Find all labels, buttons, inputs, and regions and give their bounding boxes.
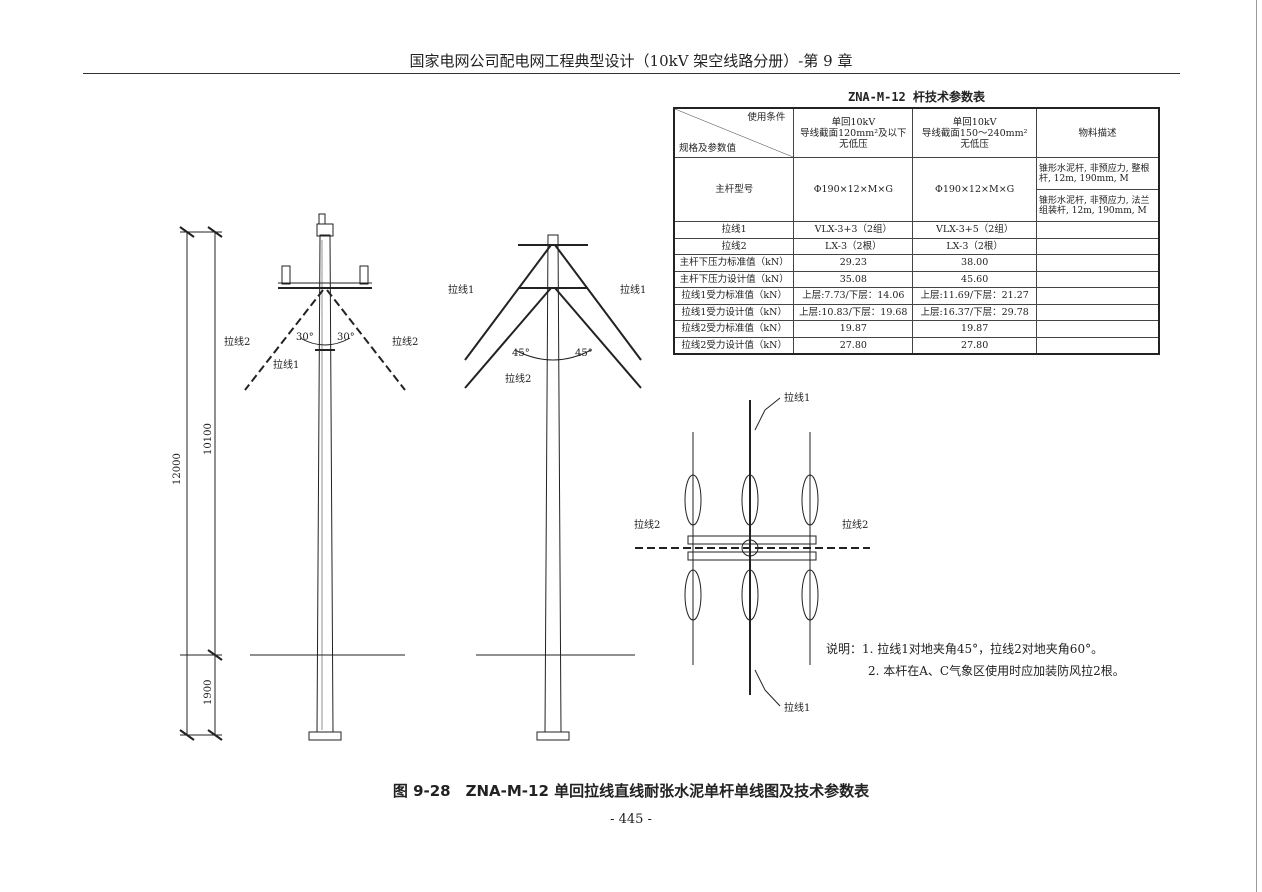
col1-line3: 无低压 (839, 138, 868, 150)
guy1-label-right: 拉线1 (620, 283, 646, 296)
col2-line2: 导线截面150～240mm² (921, 127, 1028, 139)
header-divider (83, 73, 1180, 74)
pole-side-view (464, 234, 642, 741)
table-title: ZNA-M-12 杆技术参数表 (847, 90, 986, 104)
page-border (1256, 0, 1257, 892)
guy2-label-left: 拉线2 (224, 335, 250, 348)
angle-45-right: 45° (575, 348, 593, 359)
row-label: 拉线2受力设计值（kN） (673, 336, 795, 355)
cell: Φ190×12×M×G (793, 157, 914, 222)
note-2: 2. 本杆在A、C气象区使用时应加装防风拉2根。 (868, 664, 1125, 678)
plan-guy1-bottom: 拉线1 (784, 701, 810, 714)
guy1-label-left: 拉线1 (448, 283, 474, 296)
angle-45-left: 45° (512, 348, 530, 359)
table-row: 锥形水泥杆, 非预应力, 法兰组装杆, 12m, 190mm, M (674, 189, 1160, 222)
angle-30-left: 30° (296, 332, 314, 343)
guy2-label: 拉线2 (505, 372, 531, 385)
col1-line2: 导线截面120mm²及以下 (800, 127, 907, 139)
figure-caption: 图 9-28 ZNA-M-12 单回拉线直线耐张水泥单杆单线图及技术参数表 (392, 782, 870, 800)
cell: 27.80 (793, 336, 914, 355)
pole-front-view (244, 213, 406, 741)
pole-plan-view (635, 397, 870, 707)
notes: 说明：1. 拉线1对地夹角45°，拉线2对地夹角60°。 2. 本杆在A、C气象… (826, 638, 1125, 682)
cell: Φ190×12×M×G (912, 157, 1038, 222)
condition-label: 使用条件 (747, 112, 786, 123)
guy1-label: 拉线1 (273, 358, 299, 371)
page-header-title: 国家电网公司配电网工程典型设计（10kV 架空线路分册）-第 9 章 (409, 52, 853, 70)
plan-guy2-right: 拉线2 (842, 518, 868, 531)
angle-30-right: 30° (337, 332, 355, 343)
material-cell: 锥形水泥杆, 非预应力, 整根杆, 12m, 190mm, M (1036, 157, 1160, 190)
material-cell: 锥形水泥杆, 非预应力, 法兰组装杆, 12m, 190mm, M (1036, 189, 1160, 222)
page-number: - 445 - (610, 812, 652, 827)
cell (1036, 336, 1160, 355)
spec-label: 规格及参数值 (679, 143, 737, 154)
dim-above-ground: 10100 (203, 423, 214, 455)
col2-line3: 无低压 (960, 138, 989, 150)
col2-line1: 单回10kV (952, 116, 997, 128)
cell: 27.80 (912, 336, 1038, 355)
table-row: 主杆型号 Φ190×12×M×G Φ190×12×M×G 锥形水泥杆, 非预应力… (673, 157, 1160, 222)
diagonal-header-cell: 使用条件 规格及参数值 (675, 109, 794, 157)
dimension-lines (179, 226, 223, 741)
col1-line1: 单回10kV (831, 116, 876, 128)
plan-guy2-left: 拉线2 (634, 518, 660, 531)
plan-guy1-top: 拉线1 (784, 391, 810, 404)
row-label: 主杆型号 (673, 157, 795, 222)
note-1: 说明：1. 拉线1对地夹角45°，拉线2对地夹角60°。 (826, 642, 1104, 656)
material-header: 物料描述 (1036, 107, 1160, 158)
row-label: 主杆下压力设计值（kN） (673, 270, 795, 288)
guy2-label-right: 拉线2 (392, 335, 418, 348)
dim-below-ground: 1900 (203, 680, 214, 705)
dim-total: 12000 (172, 453, 183, 485)
